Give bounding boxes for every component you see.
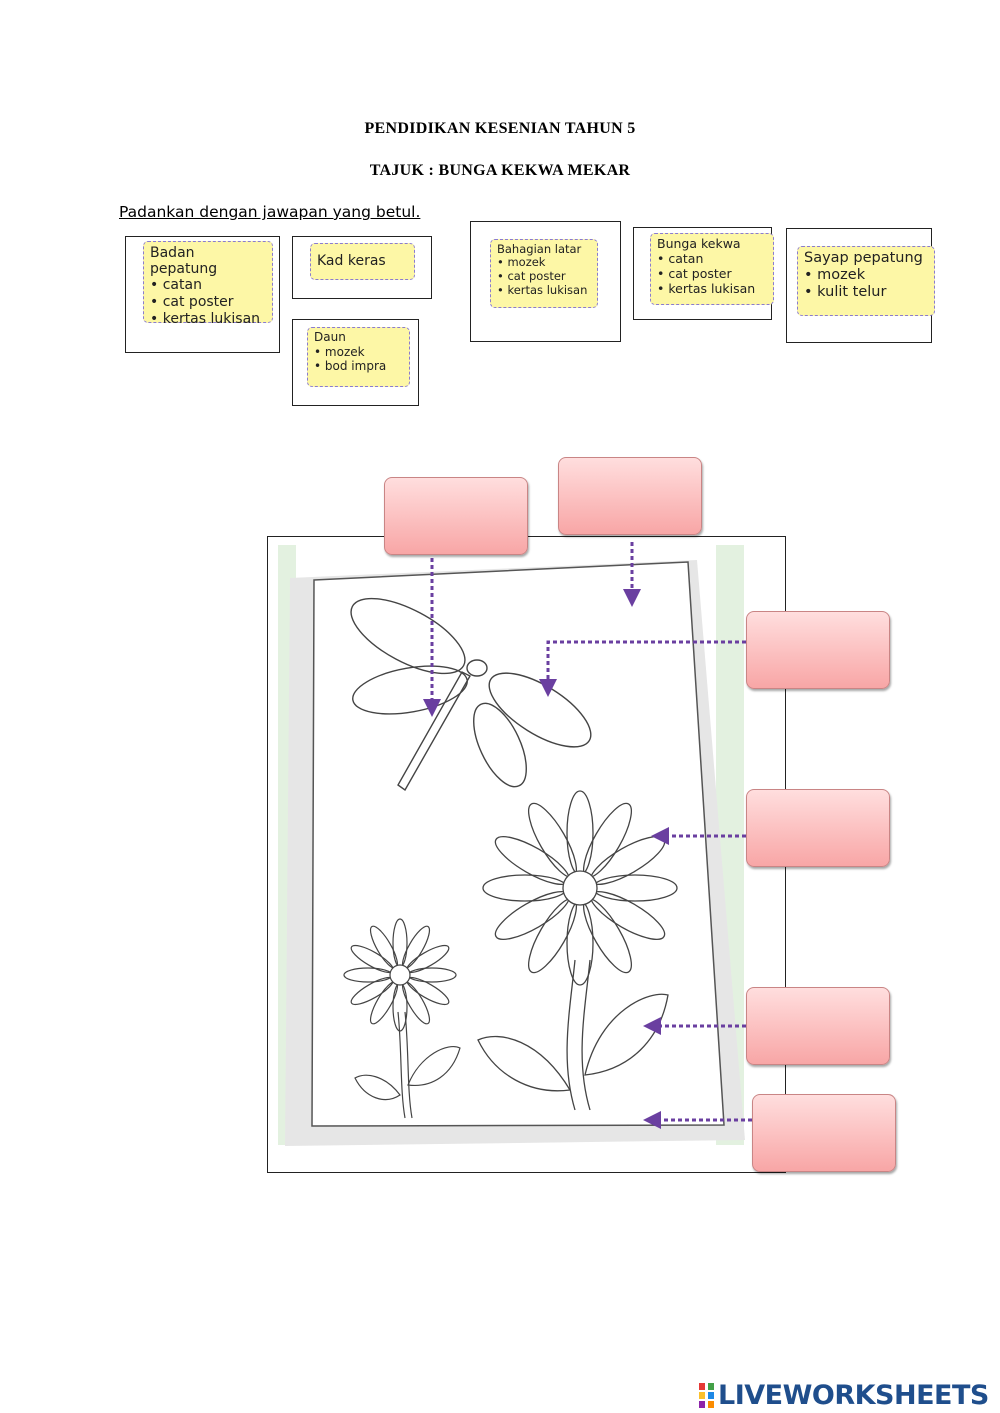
liveworksheets-logo: LIVEWORKSHEETS (697, 1378, 989, 1412)
card-title: Sayap pepatung (804, 250, 923, 266)
card-title: Kad keras (317, 253, 386, 269)
answer-card-kad-keras[interactable]: Kad keras (310, 243, 415, 280)
page-title: PENDIDIKAN KESENIAN TAHUN 5 (364, 120, 636, 137)
answer-box-6[interactable] (752, 1094, 896, 1172)
pointer-arrows (423, 542, 752, 1129)
card-title: Bunga kekwa (657, 236, 741, 251)
answer-card-sayap-pepatung[interactable]: Sayap pepatung mozek kulit telur (797, 246, 935, 316)
card-item: cat poster (497, 269, 591, 284)
card-title: Daun (314, 330, 346, 344)
card-item: mozek (804, 267, 928, 284)
page-subtitle: TAJUK : BUNGA KEKWA MEKAR (369, 162, 631, 179)
card-item: mozek (314, 345, 403, 359)
card-item: cat poster (150, 294, 266, 311)
dragonfly-drawing (350, 597, 592, 792)
paper-sheet (311, 561, 725, 1127)
instruction-text: Padankan dengan jawapan yang betul. (119, 203, 421, 221)
card-item: kulit telur (804, 284, 928, 301)
answer-card-bunga-kekwa[interactable]: Bunga kekwa catan cat poster kertas luki… (650, 233, 774, 305)
card-item: catan (150, 277, 266, 294)
arrow-3 (539, 640, 746, 697)
answer-box-5[interactable] (746, 987, 890, 1065)
answer-card-bahagian-latar[interactable]: Bahagian latar mozek cat poster kertas l… (490, 239, 598, 308)
card-title: Badan pepatung (150, 245, 218, 278)
card-item: bod impra (314, 359, 403, 373)
card-item: catan (657, 251, 767, 266)
big-flower-drawing (477, 790, 678, 1111)
answer-box-1[interactable] (384, 477, 528, 555)
card-item: kertas lukisan (150, 311, 266, 328)
card-item: cat poster (657, 266, 767, 281)
liveworksheets-logo-icon (699, 1383, 714, 1408)
card-item: kertas lukisan (657, 281, 767, 296)
answer-box-2[interactable] (558, 457, 702, 535)
answer-box-4[interactable] (746, 789, 890, 867)
card-item: kertas lukisan (497, 283, 591, 298)
logo-text: LIVEWORKSHEETS (718, 1379, 989, 1411)
card-title: Bahagian latar (497, 242, 582, 256)
answer-card-badan-pepatung[interactable]: Badan pepatung catan cat poster kertas l… (143, 241, 273, 327)
answer-card-daun[interactable]: Daun mozek bod impra (307, 327, 410, 387)
card-item: mozek (497, 255, 591, 270)
answer-box-3[interactable] (746, 611, 890, 689)
small-flower-drawing (343, 918, 461, 1119)
